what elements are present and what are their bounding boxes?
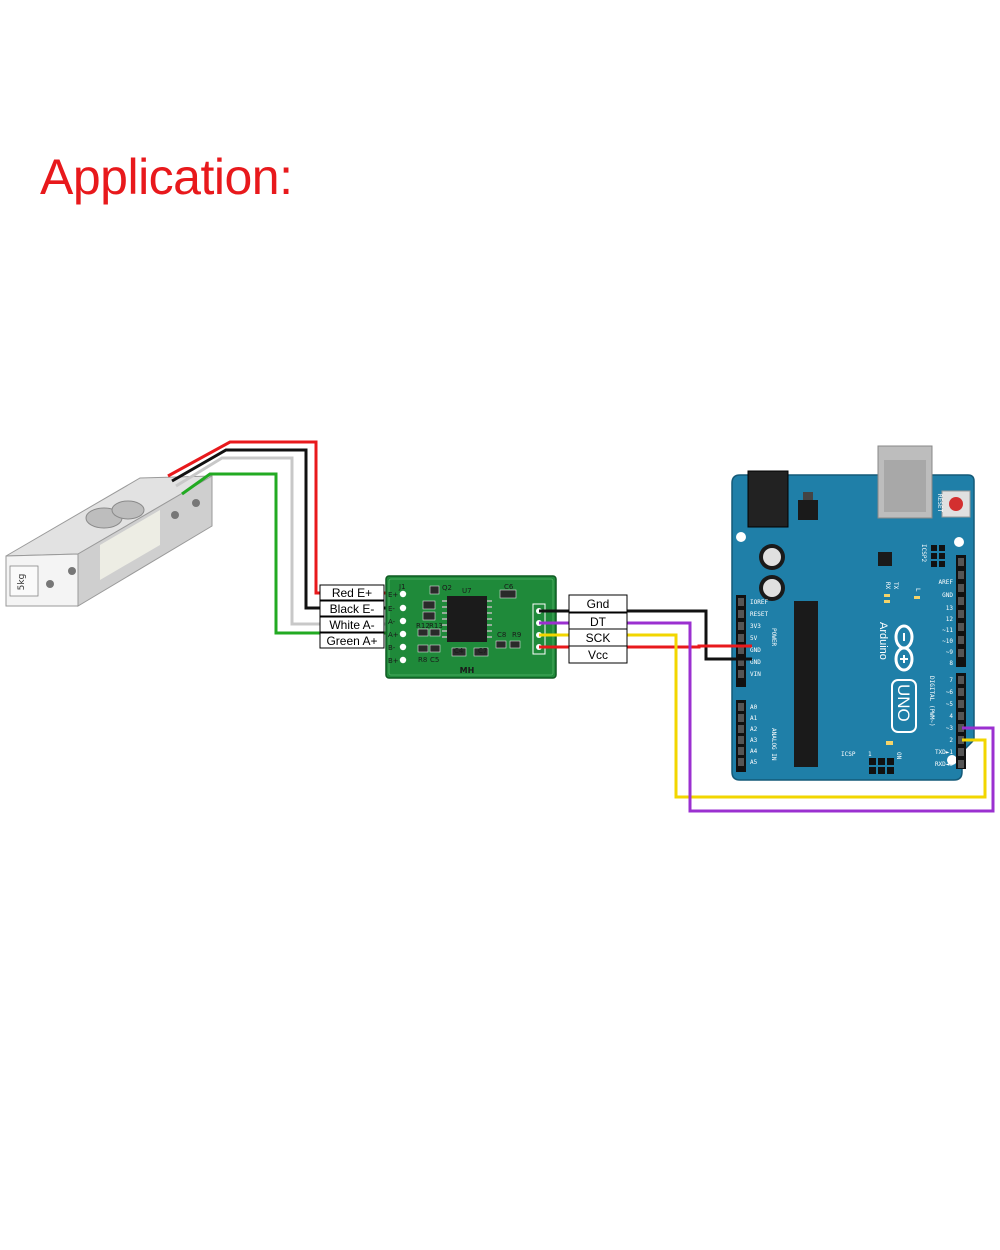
pcb-label-c5: C5 <box>430 656 439 664</box>
pin-a1: A1 <box>750 715 758 722</box>
pin-5: ~5 <box>946 701 954 708</box>
arduino-model: UNO <box>894 684 913 722</box>
pcb-label-r9: R9 <box>512 631 521 639</box>
arduino-icsp2-label: ICSP2 <box>920 544 927 562</box>
pin-0-rxd: RXD◄0 <box>935 761 953 768</box>
pcb-label-q2: Q2 <box>442 584 452 592</box>
pin-a3: A3 <box>750 737 758 744</box>
pin-9: ~9 <box>946 649 954 656</box>
arduino-on-label: ON <box>895 752 902 760</box>
load-cell: 5kg <box>5 475 213 607</box>
pin-7: 7 <box>949 677 953 684</box>
pin-gnd-3: GND <box>942 592 953 599</box>
pin-a5: A5 <box>750 759 758 766</box>
pin-12: 12 <box>946 616 954 623</box>
arduino-analog-pin-labels: A0 A1 A2 A3 A4 A5 <box>750 704 758 766</box>
wire-green <box>181 472 402 635</box>
page-title: Application: <box>40 149 293 205</box>
arduino-icsp-label: ICSP <box>841 751 856 758</box>
arduino-power-header-label: POWER <box>770 628 777 646</box>
arduino-reset-label: RESET <box>936 494 943 512</box>
arduino-l-label: L <box>914 588 921 592</box>
pin-6: ~6 <box>946 689 954 696</box>
wire-label-black: Black E- <box>330 602 375 616</box>
load-cell-wire-labels: Red E+ Black E- White A- Green A+ <box>319 584 385 649</box>
hx711-pin-labels: Gnd DT SCK Vcc <box>568 594 628 664</box>
pcb-label-a-minus: A- <box>388 618 396 626</box>
pin-vin: VIN <box>750 671 761 678</box>
wire-label-red: Red E+ <box>332 586 372 600</box>
arduino-wire-endpoints <box>699 644 993 742</box>
pin-a2: A2 <box>750 726 758 733</box>
pin-gnd-2: GND <box>750 659 761 666</box>
arduino-digital-header-label: DIGITAL (PWM~) <box>928 676 935 727</box>
pcb-label-c6: C6 <box>504 583 514 591</box>
pin-a0: A0 <box>750 704 758 711</box>
pin-label-dt: DT <box>590 615 607 629</box>
pin-10: ~10 <box>942 638 953 645</box>
pin-13: 13 <box>946 605 954 612</box>
pin-reset: RESET <box>750 611 768 618</box>
pin-3: ~3 <box>946 725 954 732</box>
pin-label-sck: SCK <box>586 631 611 645</box>
pin-5v: 5V <box>750 635 758 642</box>
pin-label-vcc: Vcc <box>588 648 608 662</box>
pin-2: 2 <box>949 737 953 744</box>
pcb-maker-mark: MH <box>460 666 475 675</box>
pcb-label-r12: R12 <box>416 622 430 630</box>
pcb-label-u7: U7 <box>462 587 472 595</box>
arduino-icsp-pin1: 1 <box>868 751 872 758</box>
pin-11: ~11 <box>942 627 953 634</box>
pcb-label-e-minus: E- <box>388 605 395 613</box>
hx711-board: J1 Q2 U7 C6 R12 R13 C8 R9 R8 C5 C4 C7 E+… <box>385 575 557 679</box>
pin-ioref: IOREF <box>750 599 768 606</box>
load-cell-marking: 5kg <box>17 574 27 591</box>
arduino-digital-bottom-pin-labels: 7 ~6 ~5 4 ~3 2 TXD►1 RXD◄0 <box>935 677 953 768</box>
pcb-label-r8: R8 <box>418 656 427 664</box>
wire-label-white: White A- <box>329 618 374 632</box>
pcb-label-r13: R13 <box>429 622 443 630</box>
arduino-uno-board: RESET ICSP2 TX RX L Arduino UNO <box>731 445 975 781</box>
pin-8: 8 <box>949 660 953 667</box>
pin-3v3: 3V3 <box>750 623 761 630</box>
pcb-label-a-plus: A+ <box>388 631 399 639</box>
pin-gnd-1: GND <box>750 647 761 654</box>
arduino-brand: Arduino <box>877 622 889 660</box>
arduino-power-pin-labels: IOREF RESET 3V3 5V GND GND VIN <box>750 599 768 678</box>
arduino-logo <box>894 624 914 672</box>
pcb-label-e-plus: E+ <box>388 591 398 599</box>
pcb-label-c8: C8 <box>497 631 506 639</box>
pcb-label-b-plus: B+ <box>388 657 399 665</box>
pin-a4: A4 <box>750 748 758 755</box>
pcb-label-c7: C7 <box>478 647 487 655</box>
hx711-left-pins <box>399 590 407 664</box>
arduino-digital-top-pin-labels: AREF GND 13 12 ~11 ~10 ~9 8 <box>939 579 954 667</box>
pcb-label-j1: J1 <box>398 583 406 591</box>
arduino-rx-label: RX <box>884 582 891 590</box>
pcb-label-b-minus: B- <box>388 644 396 652</box>
wire-label-green: Green A+ <box>326 634 377 648</box>
arduino-tx-label: TX <box>892 582 899 590</box>
pin-aref: AREF <box>939 579 954 586</box>
pcb-label-c4: C4 <box>454 647 464 655</box>
arduino-analog-header-label: ANALOG IN <box>770 728 777 761</box>
hx711-silkscreen: J1 Q2 U7 C6 R12 R13 C8 R9 R8 C5 C4 C7 E+… <box>388 583 521 675</box>
pin-1-txd: TXD►1 <box>935 749 953 756</box>
pin-label-gnd: Gnd <box>587 597 610 611</box>
pin-4: 4 <box>949 713 953 720</box>
